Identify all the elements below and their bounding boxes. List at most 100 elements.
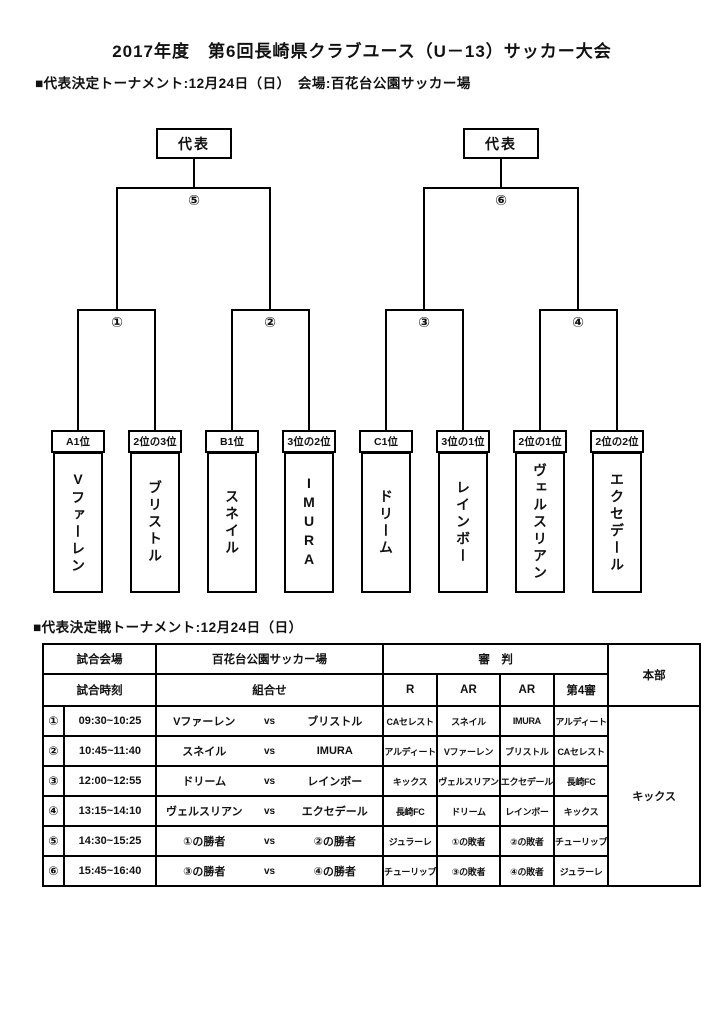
bracket-slot-3: B1位 スネイル: [205, 430, 259, 593]
referee-ar2: IMURA: [498, 705, 555, 737]
vs-label: vs: [263, 835, 276, 847]
bracket-line: [462, 309, 464, 432]
match-number-3: ③: [418, 314, 430, 330]
team-name: スネイル: [207, 452, 257, 593]
bracket-line: [577, 187, 579, 310]
bracket-slot-6: 3位の1位 レインボー: [436, 430, 490, 593]
bracket-section-heading: ■代表決定トーナメント:12月24日（日） 会場:百花台公園サッカー場: [35, 76, 471, 91]
bracket-slot-1: A1位 Vファーレン: [51, 430, 105, 593]
referee-fourth: キックス: [552, 795, 610, 827]
match-time: 14:30~15:25: [63, 825, 157, 857]
bracket-line: [308, 309, 310, 432]
bracket-line: [539, 309, 541, 432]
referee-ar2: エクセデール: [498, 765, 555, 797]
seed-label: 3位の2位: [282, 430, 336, 453]
bracket-line: [385, 309, 387, 432]
bracket-line: [423, 187, 579, 189]
seed-label: C1位: [359, 430, 413, 453]
referee-r: チューリップ: [381, 855, 439, 887]
vs-label: vs: [263, 775, 276, 787]
hq-value: キックス: [607, 705, 702, 887]
bracket-line: [77, 309, 79, 432]
header-venue-label: 試合会場: [42, 643, 157, 675]
team-name: エクセデール: [592, 452, 642, 593]
referee-ar1: ドリーム: [436, 795, 501, 827]
match-pairing: Vファーレン vs ブリストル: [155, 705, 384, 737]
referee-ar2: ②の敗者: [498, 825, 555, 857]
match-time: 09:30~10:25: [63, 705, 157, 737]
bracket-line: [539, 309, 618, 311]
match-time: 15:45~16:40: [63, 855, 157, 887]
bracket-line: [116, 187, 271, 189]
vs-label: vs: [263, 715, 276, 727]
team-name: IMURA: [284, 452, 334, 593]
team-name: ドリーム: [361, 452, 411, 593]
team-name: Vファーレン: [53, 452, 103, 593]
match-no: ⑤: [42, 825, 65, 857]
home-team: ③の勝者: [183, 866, 226, 878]
match-time: 13:15~14:10: [63, 795, 157, 827]
home-team: ドリーム: [182, 776, 227, 788]
referee-r: キックス: [381, 765, 439, 797]
bracket-slot-5: C1位 ドリーム: [359, 430, 413, 593]
match-no: ⑥: [42, 855, 65, 887]
away-team: ④の勝者: [313, 866, 356, 878]
header-pairing-label: 組合せ: [155, 673, 384, 707]
bracket-line: [423, 187, 425, 310]
bracket-line: [116, 187, 118, 310]
header-referee-fourth: 第4審: [552, 673, 610, 707]
seed-label: A1位: [51, 430, 105, 453]
seed-label: 2位の2位: [590, 430, 644, 453]
match-pairing: スネイル vs IMURA: [155, 735, 384, 767]
referee-ar1: ③の敗者: [436, 855, 501, 887]
match-no: ②: [42, 735, 65, 767]
schedule-table: 試合会場 百花台公園サッカー場 審 判 本部 試合時刻 組合せ R AR AR …: [42, 643, 702, 887]
header-referee-ar1: AR: [436, 673, 501, 707]
bracket-slot-4: 3位の2位 IMURA: [282, 430, 336, 593]
away-team: ②の勝者: [313, 836, 356, 848]
match-time: 10:45~11:40: [63, 735, 157, 767]
bracket-slot-8: 2位の2位 エクセデール: [590, 430, 644, 593]
away-team: ブリストル: [307, 716, 363, 728]
match-no: ③: [42, 765, 65, 797]
referee-r: CAセレスト: [381, 705, 439, 737]
match-pairing: ドリーム vs レインボー: [155, 765, 384, 797]
away-team: IMURA: [316, 745, 353, 757]
vs-label: vs: [263, 805, 276, 817]
seed-label: 3位の1位: [436, 430, 490, 453]
referee-r: アルディート: [381, 735, 439, 767]
schedule-row-1: ① 09:30~10:25 Vファーレン vs ブリストル CAセレスト スネイ…: [42, 705, 702, 887]
schedule-row-2: ② 10:45~11:40 スネイル vs IMURA アルディート Vファーレ…: [42, 735, 700, 767]
match-no: ①: [42, 705, 65, 737]
schedule-row-4: ④ 13:15~14:10 ヴェルスリアン vs エクセデール 長崎FC ドリー…: [42, 795, 700, 827]
header-venue-value: 百花台公園サッカー場: [155, 643, 384, 675]
match-number-1: ①: [111, 314, 123, 330]
referee-ar2: レインボー: [498, 795, 555, 827]
referee-ar1: ヴェルスリアン: [436, 765, 501, 797]
seed-label: 2位の1位: [513, 430, 567, 453]
bracket-line: [269, 187, 271, 310]
match-pairing: ヴェルスリアン vs エクセデール: [155, 795, 384, 827]
home-team: スネイル: [182, 746, 227, 758]
referee-ar1: ①の敗者: [436, 825, 501, 857]
header-referee-group: 審 判: [381, 643, 610, 675]
vs-label: vs: [263, 865, 276, 877]
schedule-row-6: ⑥ 15:45~16:40 ③の勝者 vs ④の勝者 チューリップ ③の敗者 ④…: [42, 855, 700, 887]
bracket-line: [385, 309, 464, 311]
bracket-line: [193, 157, 195, 188]
team-name: ブリストル: [130, 452, 180, 593]
page-title: 2017年度 第6回長崎県クラブユース（U－13）サッカー大会: [112, 42, 612, 61]
team-name: ヴェルスリアン: [515, 452, 565, 593]
referee-fourth: ジュラーレ: [552, 855, 610, 887]
home-team: Vファーレン: [173, 716, 236, 728]
winner-box-left: 代表: [156, 128, 232, 159]
schedule-row-3: ③ 12:00~12:55 ドリーム vs レインボー キックス ヴェルスリアン…: [42, 765, 700, 797]
referee-r: 長崎FC: [381, 795, 439, 827]
match-pairing: ①の勝者 vs ②の勝者: [155, 825, 384, 857]
match-pairing: ③の勝者 vs ④の勝者: [155, 855, 384, 887]
header-time-label: 試合時刻: [42, 673, 157, 707]
referee-fourth: 長崎FC: [552, 765, 610, 797]
winner-box-right: 代表: [463, 128, 539, 159]
referee-ar1: スネイル: [436, 705, 501, 737]
